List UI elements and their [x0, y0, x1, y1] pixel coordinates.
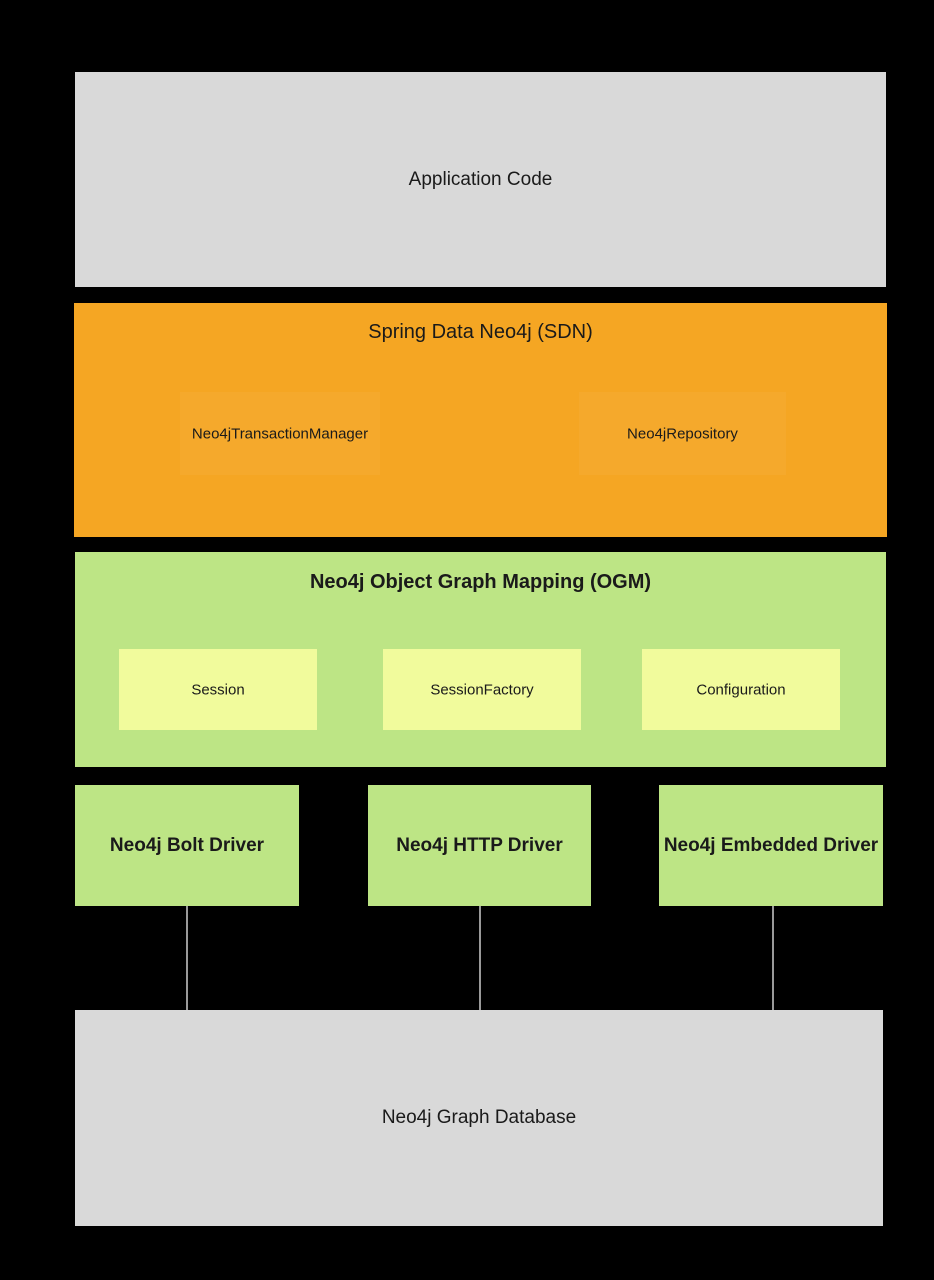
driver-neo4j-http: Neo4j HTTP Driver: [368, 785, 591, 906]
connector-bolt-to-database: [186, 906, 188, 1011]
ogm-layer-title: Neo4j Object Graph Mapping (OGM): [309, 571, 652, 593]
sdn-layer-title: Spring Data Neo4j (SDN): [368, 321, 593, 343]
layer-neo4j-graph-database: Neo4j Graph Database: [75, 1010, 883, 1226]
component-neo4j-repository: Neo4jRepository: [579, 392, 786, 475]
driver-neo4j-bolt: Neo4j Bolt Driver: [75, 785, 299, 906]
component-session-factory: SessionFactory: [383, 649, 581, 730]
neo4j-graph-database-label: Neo4j Graph Database: [381, 1107, 577, 1128]
application-code-label: Application Code: [408, 168, 553, 190]
session-factory-label: SessionFactory: [430, 681, 534, 698]
neo4j-bolt-driver-label: Neo4j Bolt Driver: [109, 834, 265, 856]
connector-http-to-database: [479, 906, 481, 1011]
component-neo4j-transaction-manager: Neo4jTransactionManager: [180, 392, 380, 475]
neo4j-embedded-driver-label: Neo4j Embedded Driver: [663, 834, 879, 856]
configuration-label: Configuration: [696, 681, 786, 698]
layer-neo4j-ogm: Neo4j Object Graph Mapping (OGM) Session…: [75, 552, 886, 767]
connector-embedded-to-database: [772, 906, 774, 1011]
component-configuration: Configuration: [642, 649, 840, 730]
layer-application-code: Application Code: [75, 72, 886, 287]
layer-spring-data-neo4j: Spring Data Neo4j (SDN) Neo4jTransaction…: [74, 303, 887, 537]
neo4j-http-driver-label: Neo4j HTTP Driver: [396, 834, 563, 856]
driver-neo4j-embedded: Neo4j Embedded Driver: [659, 785, 883, 906]
session-label: Session: [191, 681, 245, 698]
neo4j-transaction-manager-label: Neo4jTransactionManager: [191, 425, 369, 442]
component-session: Session: [119, 649, 317, 730]
neo4j-repository-label: Neo4jRepository: [627, 425, 738, 442]
